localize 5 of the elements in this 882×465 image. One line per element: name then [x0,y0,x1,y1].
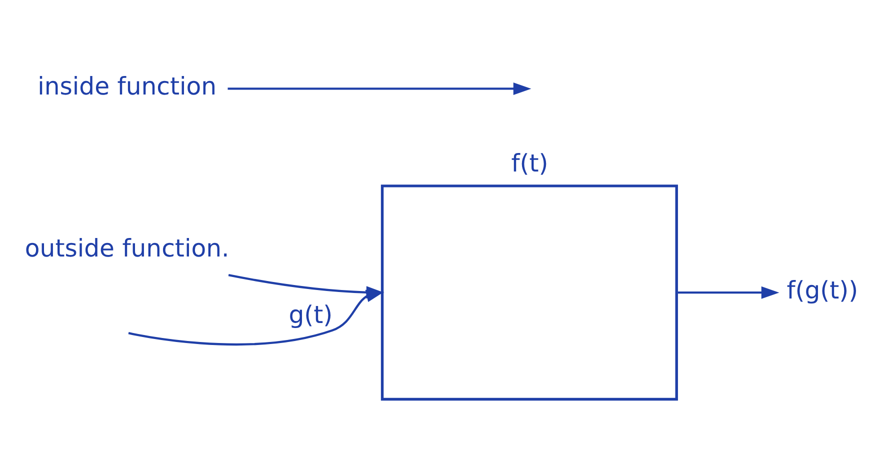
node-text: outside function. [24,234,230,263]
edge-label: g(t) [288,300,333,329]
node-text: inside function [38,72,217,101]
node-text: f(g(t)) [786,276,858,305]
node-label: f(t) [511,148,548,178]
